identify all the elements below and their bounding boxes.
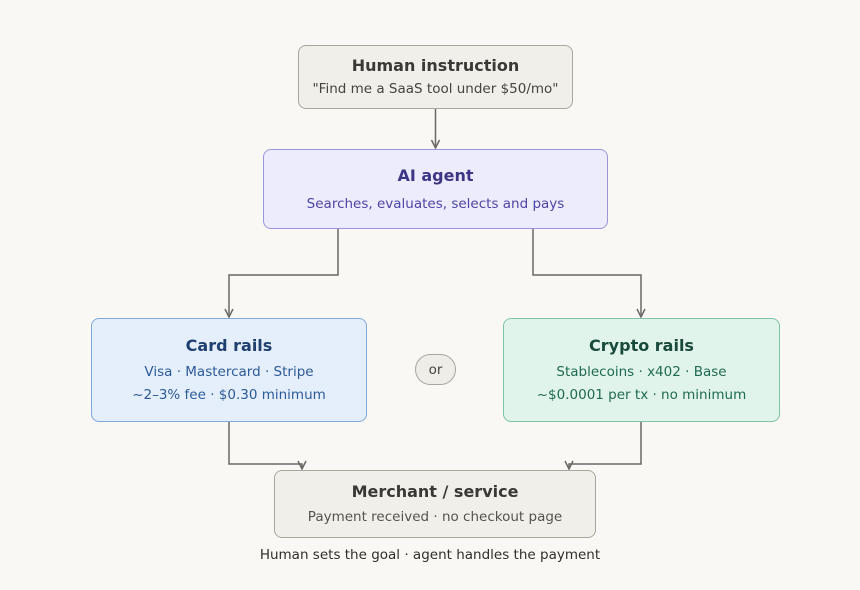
arrow-card-to-merchant	[228, 422, 302, 469]
human-instruction-quote: "Find me a SaaS tool under $50/mo"	[312, 81, 559, 97]
card-rails-node: Card rails Visa · Mastercard · Stripe ~2…	[91, 318, 367, 422]
human-instruction-node: Human instruction "Find me a SaaS tool u…	[298, 45, 573, 109]
crypto-rails-fees: ~$0.0001 per tx · no minimum	[536, 387, 747, 403]
crypto-rails-node: Crypto rails Stablecoins · x402 · Base ~…	[503, 318, 780, 422]
card-rails-fees: ~2–3% fee · $0.30 minimum	[132, 387, 326, 403]
ai-agent-title: AI agent	[397, 165, 474, 185]
crypto-rails-title: Crypto rails	[589, 336, 694, 355]
crypto-rails-networks: Stablecoins · x402 · Base	[556, 364, 727, 380]
human-instruction-title: Human instruction	[351, 56, 520, 75]
card-rails-title: Card rails	[185, 336, 273, 355]
diagram-caption: Human sets the goal · agent handles the …	[259, 547, 601, 563]
ai-agent-description: Searches, evaluates, selects and pays	[306, 195, 565, 212]
arrow-agent-to-card	[229, 229, 339, 317]
merchant-service-title: Merchant / service	[351, 482, 519, 501]
arrow-agent-to-crypto	[532, 229, 641, 317]
merchant-service-status: Payment received · no checkout page	[307, 509, 563, 525]
card-rails-networks: Visa · Mastercard · Stripe	[144, 364, 314, 380]
arrow-crypto-to-merchant	[569, 422, 642, 469]
ai-agent-node: AI agent Searches, evaluates, selects an…	[263, 149, 608, 229]
merchant-service-node: Merchant / service Payment received · no…	[274, 470, 596, 538]
or-separator: or	[415, 354, 456, 385]
